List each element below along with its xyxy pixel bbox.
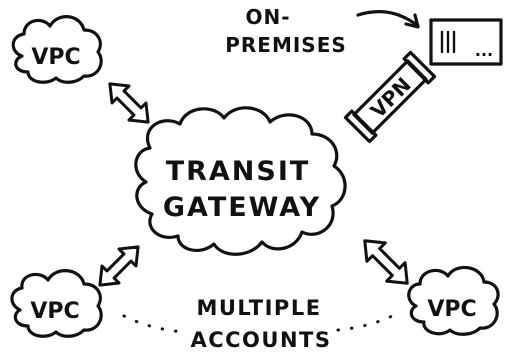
on-premises-label-line2: PREMISES: [225, 33, 347, 57]
vpn-tunnel: VPN: [343, 50, 437, 144]
vpc-top-left-label: VPC: [31, 45, 80, 70]
vpc-bottom-right-label: VPC: [427, 297, 476, 322]
vpc-bottom-left-label: VPC: [30, 299, 79, 324]
transit-gateway-cloud-icon: [134, 106, 347, 256]
transit-gateway-node: TRANSIT GATEWAY: [134, 106, 347, 256]
dotted-line-right: [336, 310, 402, 332]
vpn-tunnel-cap-left: [343, 109, 378, 144]
transit-gateway-title-line2: GATEWAY: [163, 192, 321, 223]
vpc-bottom-left-node: VPC: [10, 269, 103, 338]
transit-gateway-title-line1: TRANSIT: [166, 156, 311, 187]
dotted-line-left: [122, 314, 186, 334]
server-dots: ...: [475, 41, 493, 60]
multiple-accounts-label: MULTIPLE ACCOUNTS: [190, 296, 331, 352]
multiple-accounts-label-line2: ACCOUNTS: [190, 328, 331, 352]
on-premises-label-line1: ON-: [245, 5, 290, 29]
vpc-bottom-left-cloud-icon: [10, 269, 103, 338]
vpc-bottom-right-cloud-icon: [407, 265, 500, 336]
arrow-bottom-right-icon: [363, 239, 409, 285]
curved-arrow-icon: [356, 10, 420, 29]
vpc-top-left-node: VPC: [11, 15, 103, 84]
arrow-bottom-left-icon: [98, 245, 140, 287]
vpn-tunnel-cap-right: [402, 50, 437, 85]
arrow-top-left-icon: [108, 82, 150, 124]
vpc-top-left-cloud-icon: [11, 15, 103, 84]
on-premises-label: ON- PREMISES: [225, 5, 347, 57]
vpc-bottom-right-node: VPC: [407, 265, 500, 336]
multiple-accounts-label-line1: MULTIPLE: [196, 296, 321, 320]
server-icon: ...: [429, 18, 503, 66]
